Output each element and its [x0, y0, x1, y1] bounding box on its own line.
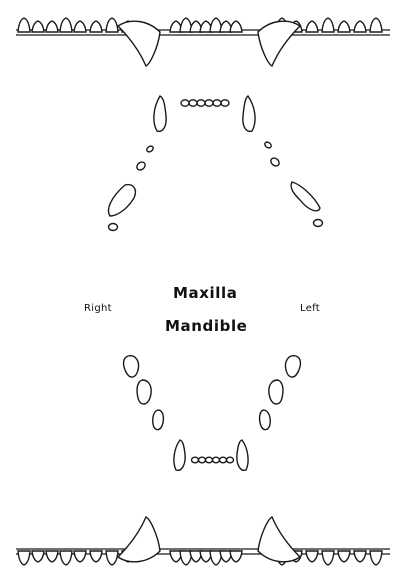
mandible-canine-right	[174, 440, 185, 470]
mandible-molar-left-2	[269, 380, 283, 404]
maxilla-buccal-canine-left	[258, 21, 300, 66]
mandible-buccal-tooth-21	[354, 551, 366, 562]
mandible-buccal-tooth-20	[338, 551, 350, 562]
maxilla-premolar-left-1	[264, 141, 273, 149]
mandible-incisor-4	[213, 457, 220, 463]
maxilla-incisor-3	[197, 100, 205, 106]
mandible-buccal-tooth-22	[370, 551, 382, 565]
mandible-buccal-tooth-6	[90, 551, 102, 562]
maxilla-buccal-tooth-3	[46, 21, 58, 32]
maxilla-premolar-left-2	[269, 156, 280, 167]
mandible-buccal-tooth-19	[322, 551, 334, 565]
mandible-premolar-right	[153, 410, 164, 430]
maxilla-carnassial-left	[291, 182, 320, 211]
maxilla-molar-right	[109, 224, 118, 231]
maxilla-molar-left	[314, 220, 323, 227]
mandible-buccal-tooth-15	[230, 551, 242, 562]
maxilla-premolar-right-1	[146, 145, 155, 153]
maxilla-buccal-tooth-1	[18, 18, 30, 32]
maxilla-buccal-tooth-4	[60, 18, 72, 32]
label-right: Right	[84, 303, 112, 314]
maxilla-buccal-tooth-2	[32, 21, 44, 32]
mandible-incisor-1	[192, 457, 199, 463]
maxilla-premolar-right-2	[135, 160, 146, 171]
maxilla-buccal-tooth-20	[338, 21, 350, 32]
maxilla-buccal-tooth-15	[230, 21, 242, 32]
mandible-buccal-tooth-18	[306, 551, 318, 562]
maxilla-buccal-tooth-18	[306, 21, 318, 32]
maxilla-canine-left	[243, 96, 255, 131]
maxilla-carnassial-right	[109, 185, 136, 216]
mandible-molar-right-2	[137, 380, 151, 404]
mandible-molar-right-1	[124, 356, 139, 377]
mandible-buccal-tooth-5	[74, 551, 86, 562]
mandible-buccal-canine-left	[258, 517, 300, 562]
maxilla-incisor-4	[205, 100, 213, 106]
mandible-buccal-tooth-1	[18, 551, 30, 565]
label-mandible: Mandible	[165, 317, 247, 335]
mandible-buccal-tooth-3	[46, 551, 58, 562]
label-maxilla: Maxilla	[173, 284, 237, 302]
maxilla-buccal-tooth-21	[354, 21, 366, 32]
maxilla-buccal-tooth-7	[106, 18, 118, 32]
mandible-premolar-left	[260, 410, 271, 430]
mandible-canine-left	[237, 440, 248, 470]
maxilla-incisor-2	[189, 100, 197, 106]
maxilla-buccal-tooth-5	[74, 21, 86, 32]
maxilla-incisor-5	[213, 100, 221, 106]
mandible-incisor-3	[206, 457, 213, 463]
mandible-incisor-6	[227, 457, 234, 463]
maxilla-incisor-1	[181, 100, 189, 106]
maxilla-buccal-canine-right	[118, 21, 160, 66]
mandible-incisor-2	[199, 457, 206, 463]
maxilla-incisor-6	[221, 100, 229, 106]
maxilla-buccal-tooth-19	[322, 18, 334, 32]
maxilla-canine-right	[154, 96, 166, 131]
label-left: Left	[300, 303, 320, 314]
mandible-buccal-tooth-7	[106, 551, 118, 565]
maxilla-buccal-tooth-6	[90, 21, 102, 32]
mandible-molar-left-1	[285, 356, 300, 377]
mandible-incisor-5	[220, 457, 227, 463]
mandible-buccal-canine-right	[118, 517, 160, 562]
mandible-buccal-tooth-4	[60, 551, 72, 565]
maxilla-buccal-tooth-22	[370, 18, 382, 32]
mandible-buccal-tooth-2	[32, 551, 44, 562]
